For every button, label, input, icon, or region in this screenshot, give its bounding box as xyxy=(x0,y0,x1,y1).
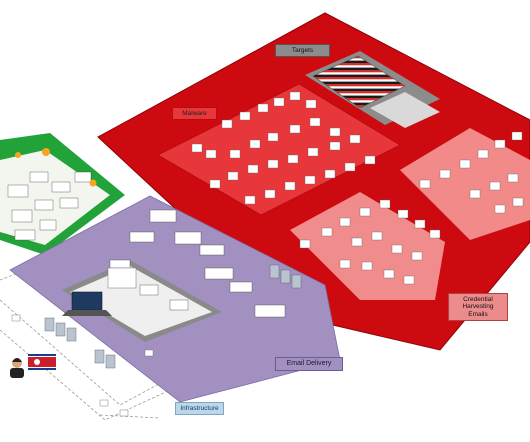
north-korea-flag-icon xyxy=(28,354,56,370)
infrastructure-label: Infrastructure xyxy=(175,402,224,416)
targets-logo-panel xyxy=(370,92,440,128)
credential-harvesting-label: Credential Harvesting Emails xyxy=(448,293,508,322)
hacker-person-icon xyxy=(10,358,24,378)
document-thumbnails xyxy=(191,91,524,285)
credential-harvesting-zone xyxy=(290,192,445,300)
targets-flag-grid xyxy=(312,55,406,109)
green-zone-items xyxy=(7,171,92,241)
email-delivery-label: Email Delivery xyxy=(275,357,343,372)
malware-label: Malware xyxy=(172,107,217,121)
laptop-icon xyxy=(62,267,137,316)
infrastructure-computers xyxy=(11,314,154,417)
email-screenshots xyxy=(109,209,286,318)
infrastructure-platform-top xyxy=(70,266,212,336)
targets-label: Targets xyxy=(275,44,330,58)
bitcoin-coin-icons xyxy=(15,148,97,187)
server-racks xyxy=(44,264,302,369)
